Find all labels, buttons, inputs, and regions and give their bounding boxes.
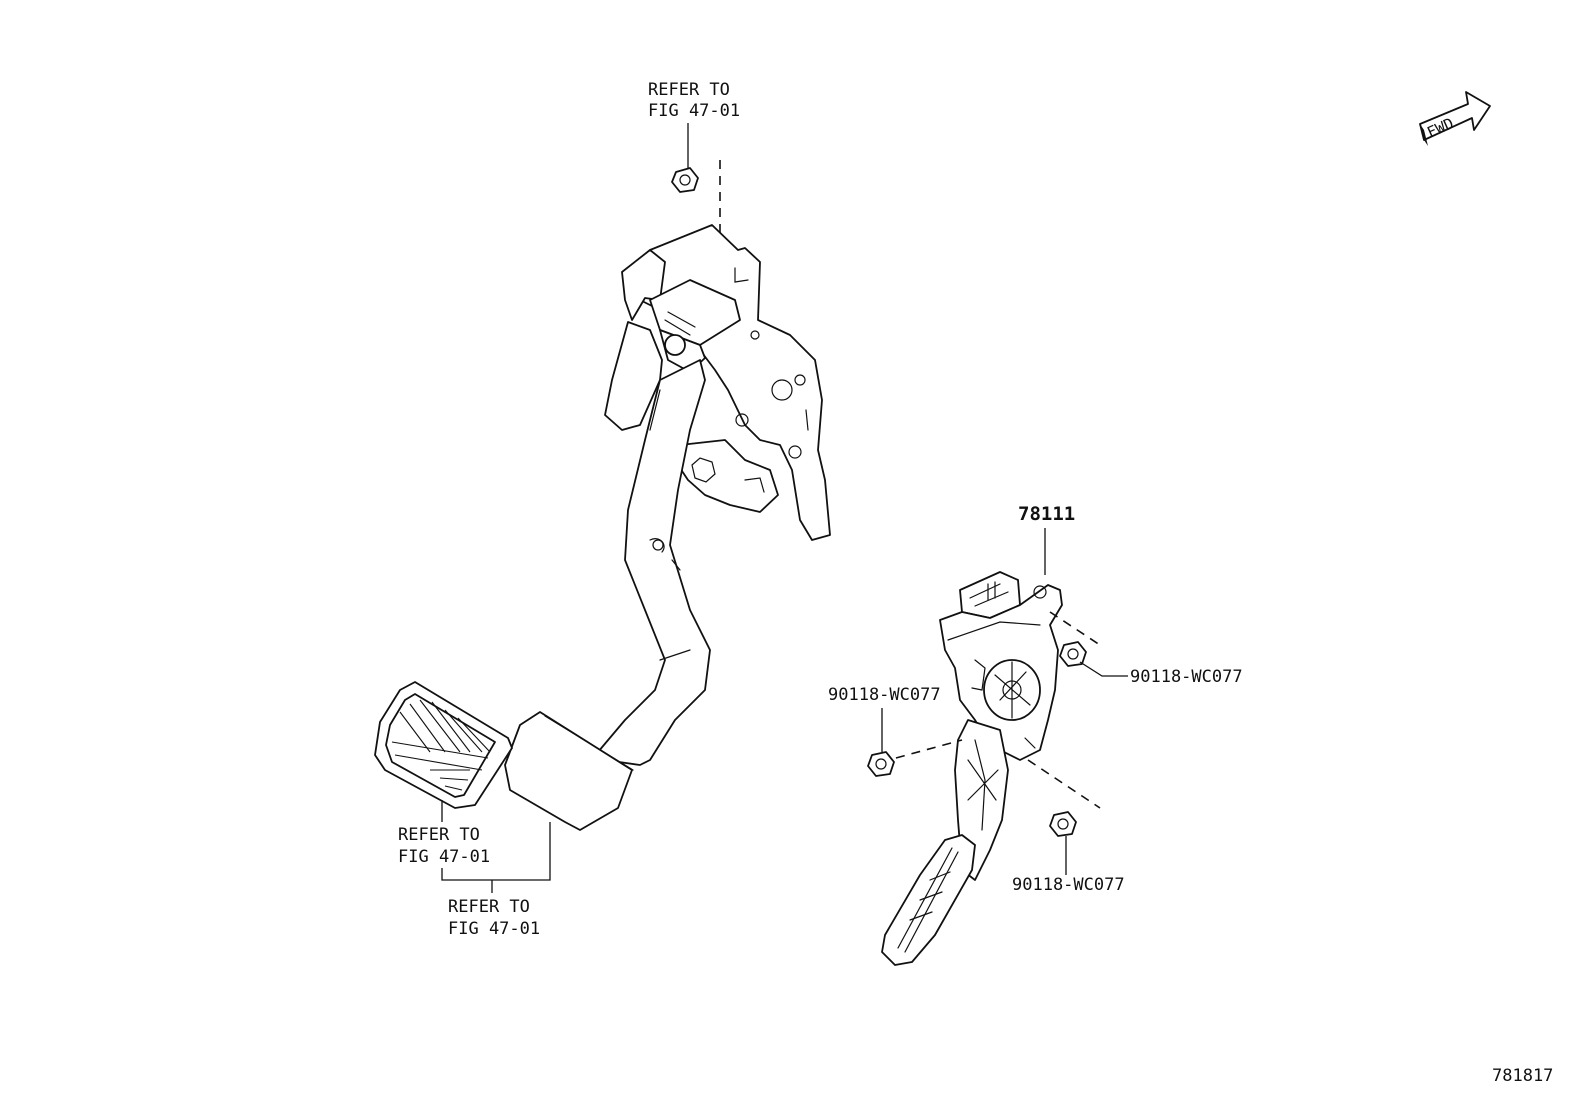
nut-left-label: 90118-WC077: [828, 685, 941, 705]
refer-pad-left-line2: FIG 47-01: [398, 847, 490, 867]
refer-pad-bottom-line2: FIG 47-01: [448, 919, 540, 939]
diagram-number: 781817: [1492, 1066, 1553, 1086]
nut-bottom-label: 90118-WC077: [1012, 875, 1125, 895]
dashed-guide-bottom: [1027, 759, 1101, 809]
nut-right-label: 90118-WC077: [1130, 667, 1243, 687]
refer-pad-left-label: REFER TO FIG 47-01: [398, 825, 490, 867]
refer-pad-bottom-line1: REFER TO: [448, 897, 530, 917]
leader-nut-right: [1079, 661, 1128, 677]
refer-top-label: REFER TO FIG 47-01: [648, 80, 740, 121]
pedal-pad-cover: [374, 681, 513, 809]
nut-left-icon: [867, 751, 895, 777]
brake-pedal-assembly: [504, 224, 831, 831]
refer-pad-left-line1: REFER TO: [398, 825, 480, 845]
leader-pad-bracket: [441, 822, 551, 881]
nut-top-icon: [671, 167, 699, 193]
part-78111-label: 78111: [1018, 503, 1075, 525]
nut-bottom-icon: [1049, 811, 1077, 837]
refer-top-line2: FIG 47-01: [648, 101, 740, 121]
refer-pad-bottom-label: REFER TO FIG 47-01: [448, 897, 540, 939]
refer-top-line1: REFER TO: [648, 80, 730, 100]
fwd-arrow-icon: FWD: [1419, 91, 1491, 146]
dashed-guide-left: [895, 739, 963, 759]
accelerator-pedal-assembly: [881, 571, 1063, 966]
nut-right-icon: [1059, 641, 1087, 667]
dashed-guide-right: [1049, 611, 1101, 646]
